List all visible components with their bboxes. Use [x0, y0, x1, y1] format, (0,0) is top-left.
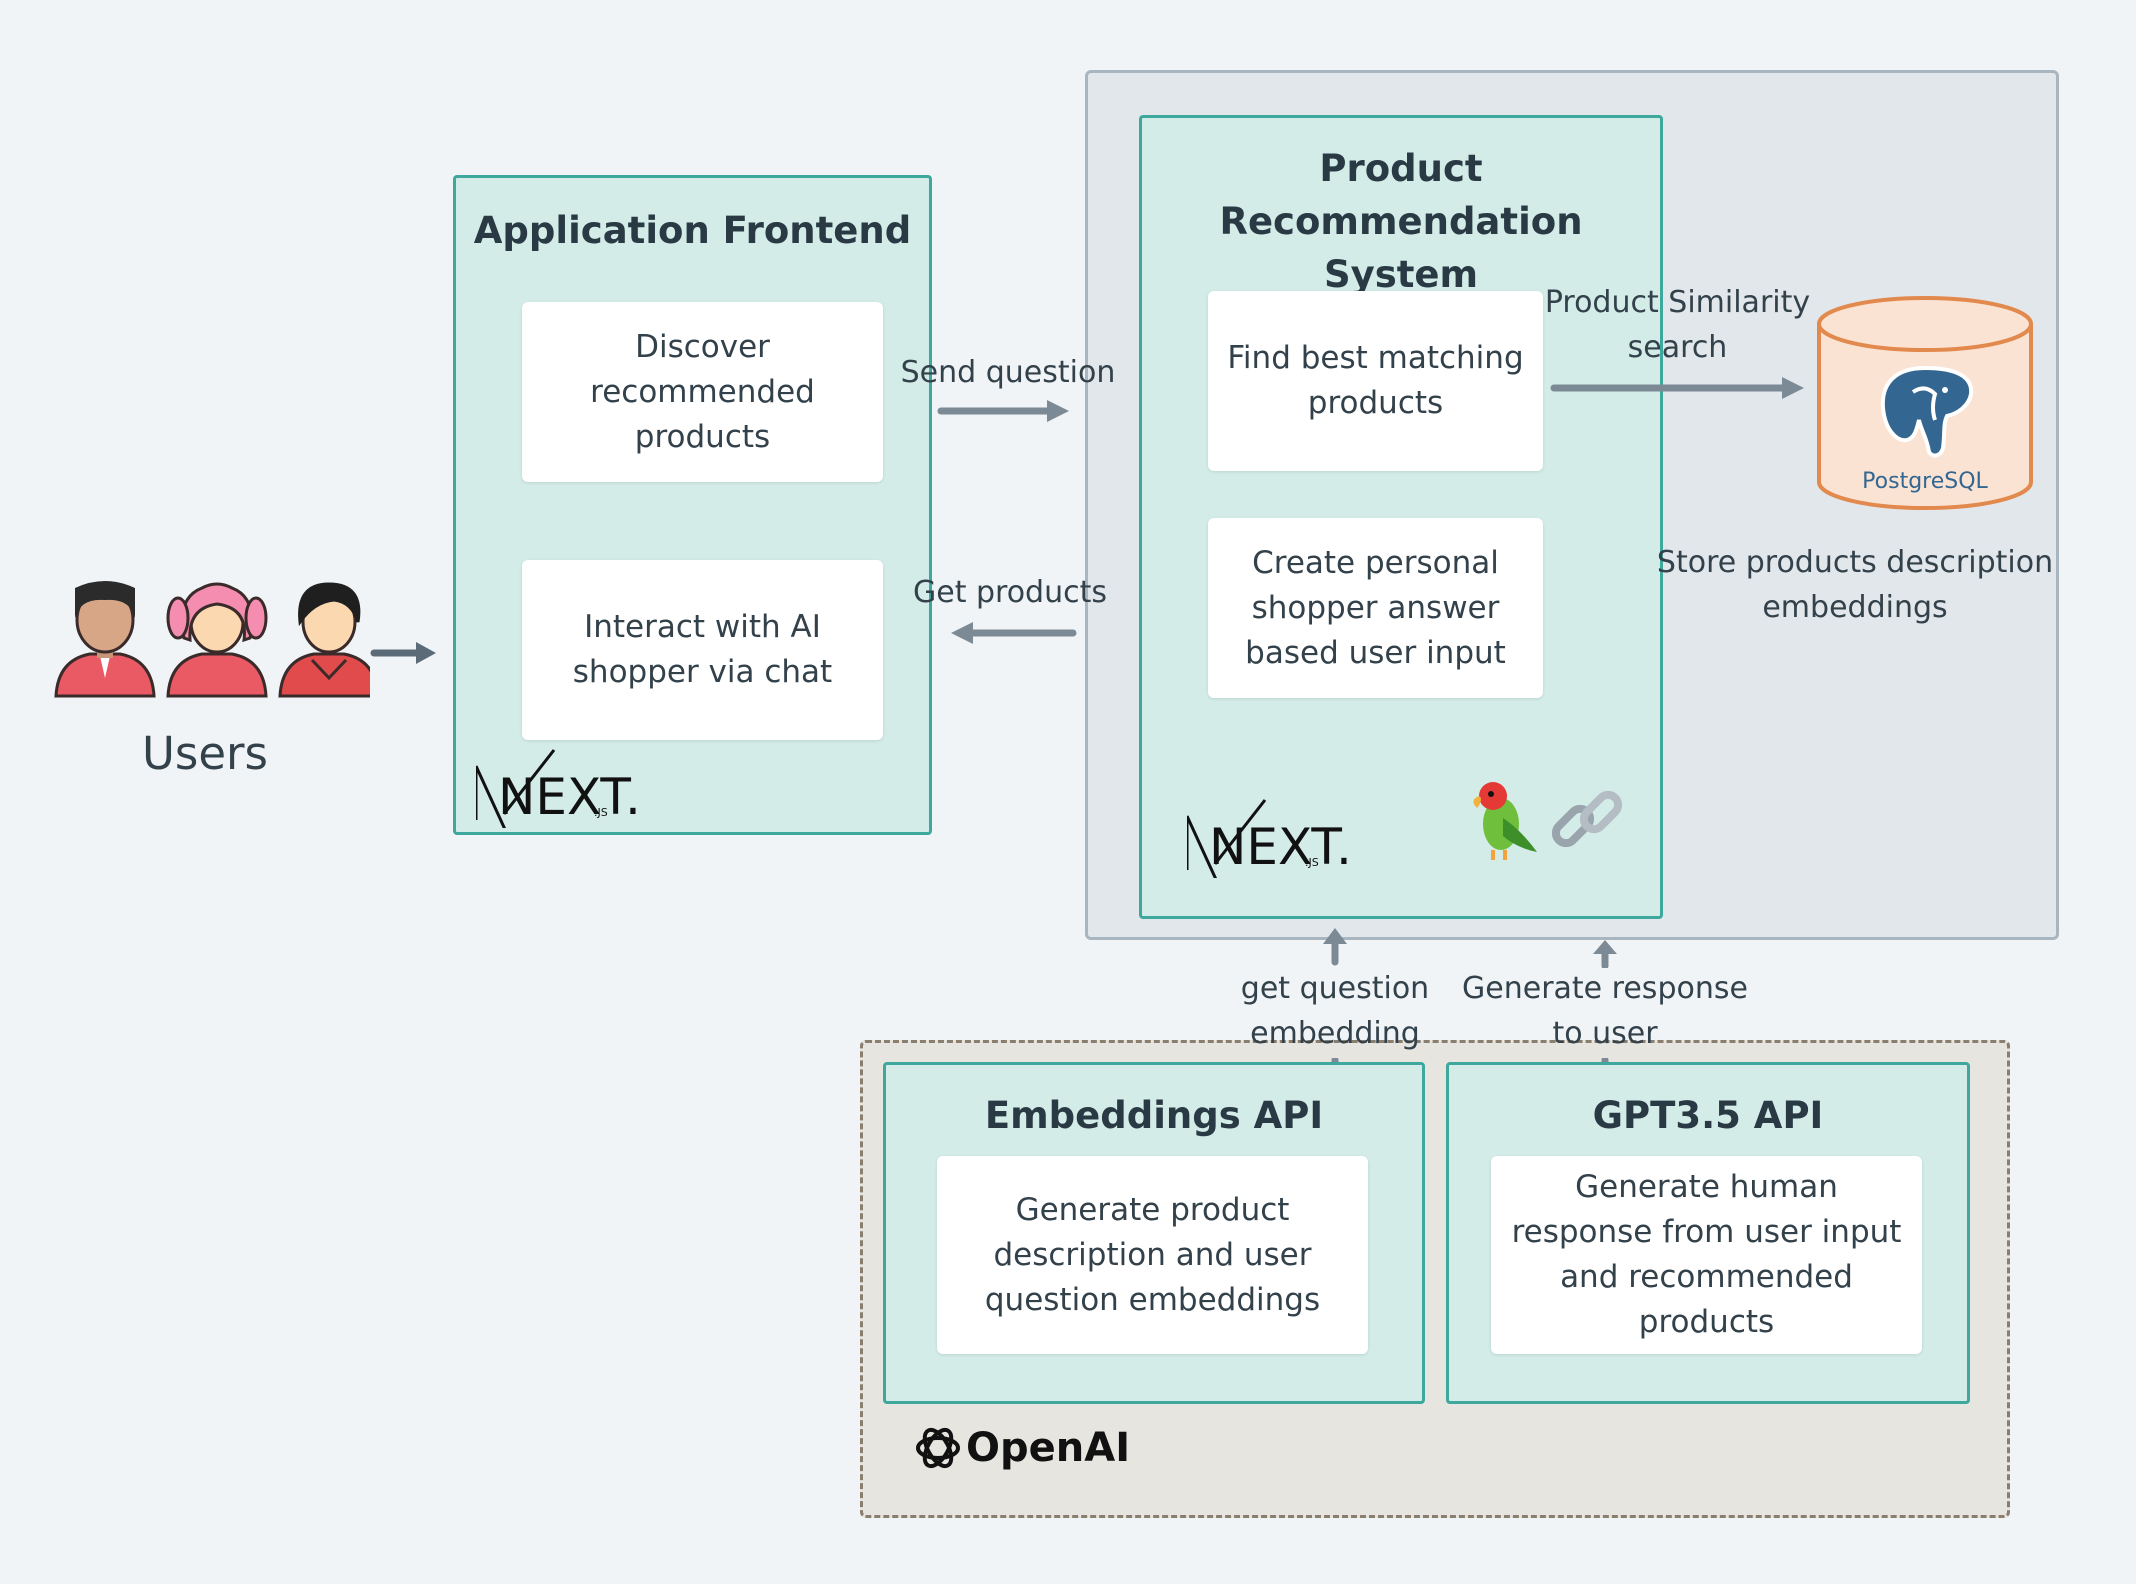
user-avatar-icon: [166, 582, 268, 698]
nextjs-wordmark: NEXT.js: [498, 768, 636, 826]
card-find-matching-products: Find best matching products: [1208, 291, 1543, 471]
panel-title: Embeddings API: [984, 1094, 1324, 1137]
openai-brand: OpenAI: [966, 1425, 1131, 1471]
nextjs-logo: NEXT.js .JS: [1187, 799, 1347, 878]
card-discover-products: Discover recommended products: [522, 302, 883, 482]
generate-response-label: Generate response to user: [1462, 971, 1748, 1051]
card-generate-human-response: Generate human response from user input …: [1491, 1156, 1922, 1354]
panel-title: Application Frontend: [473, 209, 912, 252]
card-create-shopper-answer: Create personal shopper answer based use…: [1208, 518, 1543, 698]
nextjs-logo: NEXT.js .JS: [476, 749, 636, 828]
openai-logo-icon: [916, 1427, 960, 1469]
nextjs-wordmark: NEXT.js: [1209, 818, 1347, 876]
parrot-icon: [1473, 782, 1537, 860]
panel-title: Product Recommendation System: [1219, 147, 1583, 296]
svg-text:.JS: .JS: [594, 806, 608, 819]
postgresql-database-icon: PostgreSQL: [1817, 296, 2033, 510]
product-recommendation-panel: Product Recommendation System Find best …: [1139, 115, 1663, 919]
embeddings-api-panel: Embeddings API Generate product descript…: [883, 1062, 1425, 1404]
arrow-right-icon: [370, 642, 436, 664]
postgresql-elephant-icon: [1880, 365, 1974, 458]
card-generate-embeddings: Generate product description and user qu…: [937, 1156, 1368, 1354]
panel-title: GPT3.5 API: [1592, 1094, 1824, 1137]
application-frontend-panel: Application Frontend Discover recommende…: [453, 175, 932, 835]
send-question-label: Send question: [900, 355, 1116, 390]
arrow-left-icon: [951, 622, 1077, 644]
arrow-right-icon: [1550, 377, 1804, 399]
svg-text:.JS: .JS: [1305, 856, 1319, 869]
user-avatar-icon: [278, 582, 370, 698]
gpt35-api-panel: GPT3.5 API Generate human response from …: [1446, 1062, 1970, 1404]
arrow-right-icon: [937, 400, 1069, 422]
user-avatar-icon: [54, 581, 156, 698]
database-caption: Store products description embeddings: [1656, 545, 2054, 625]
users-label: Users: [141, 727, 268, 780]
arrow-up-icon: [1593, 940, 1617, 968]
chain-link-icon: [1551, 790, 1623, 848]
card-interact-chat: Interact with AI shopper via chat: [522, 560, 883, 740]
users-icon-group: [54, 581, 370, 698]
get-embedding-label: get question embedding: [1240, 971, 1430, 1051]
similarity-search-label: Product Similarity search: [1544, 285, 1811, 365]
get-products-label: Get products: [912, 575, 1108, 610]
postgresql-label: PostgreSQL: [1862, 469, 1988, 494]
arrow-up-icon: [1323, 928, 1347, 966]
